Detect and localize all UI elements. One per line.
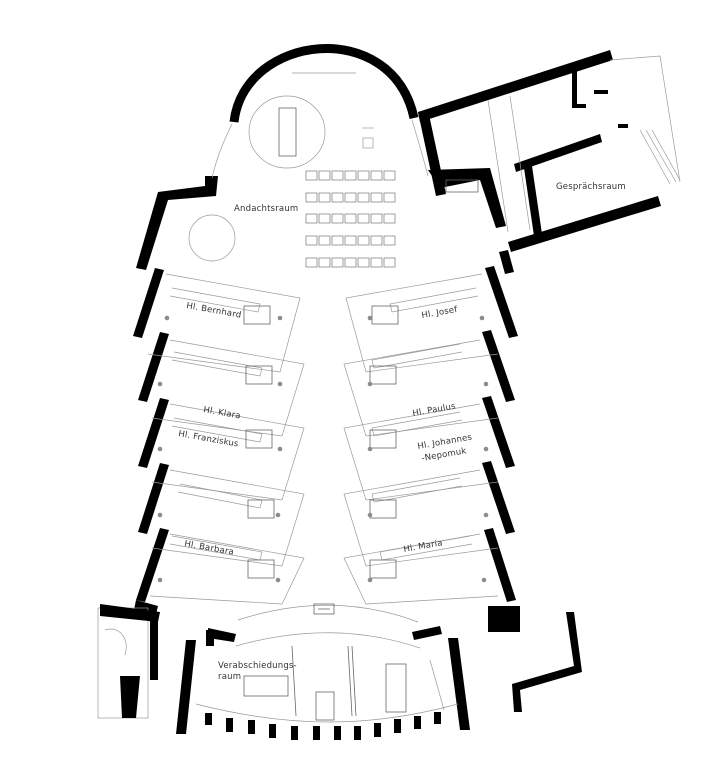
right-wall-3 — [482, 396, 515, 468]
seat-row-5 — [305, 257, 396, 268]
left-chapels — [147, 273, 305, 605]
lectern-symbol — [313, 603, 335, 615]
label-chapel-klara: Hl. Klara — [202, 405, 241, 421]
inner-curve — [237, 604, 419, 623]
left-upper-wall — [136, 176, 218, 270]
seat-row-2 — [305, 192, 396, 203]
font-circle — [188, 214, 236, 262]
gespraech-bottom-wall — [508, 196, 661, 252]
gespraech-core — [428, 168, 506, 228]
ambo — [362, 137, 374, 149]
right-corner-a — [412, 626, 442, 640]
stair-wall-top — [100, 604, 160, 622]
label-chapel-josef: Hl. Josef — [421, 305, 459, 321]
label-gespraechsraum: Gesprächsraum — [556, 182, 626, 192]
right-wall-5 — [484, 528, 516, 602]
gespraech-top-wall — [418, 50, 613, 122]
right-lower-wall — [512, 612, 582, 712]
stair-wall-right — [150, 614, 158, 680]
right-chapels — [343, 273, 499, 605]
right-chapel-5 — [343, 533, 499, 605]
right-chapel-4 — [343, 469, 499, 567]
seat-row-4 — [305, 235, 396, 246]
apse-wall — [229, 44, 419, 123]
right-chapel-2 — [343, 339, 499, 437]
left-wall-4 — [138, 463, 169, 534]
outer-walls — [133, 44, 520, 632]
right-wall-2 — [482, 330, 515, 402]
label-chapel-franziskus: Hl. Franziskus — [177, 429, 239, 450]
left-chapel-2 — [151, 339, 305, 437]
farewell-corner — [208, 628, 236, 642]
seat-row-3 — [305, 213, 396, 224]
left-wall-2 — [138, 332, 169, 402]
altar-table — [278, 107, 297, 157]
left-wall-5 — [136, 528, 169, 602]
left-chapel-4 — [151, 469, 305, 567]
left-chapel-1 — [147, 273, 301, 373]
farewell-left-wall — [176, 640, 196, 734]
right-wall-4 — [482, 461, 515, 534]
right-black-block — [488, 606, 520, 632]
left-wall-1 — [133, 268, 164, 338]
altar-circle — [248, 95, 326, 169]
label-andachtsraum: Andachtsraum — [234, 204, 298, 214]
gespraech-post — [524, 166, 542, 236]
right-chapel-3 — [343, 403, 499, 501]
room-labels: Andachtsraum Gesprächsraum Verabschiedun… — [177, 182, 625, 682]
coffin-bier — [315, 691, 335, 721]
apse-interior — [188, 72, 429, 262]
seat-row-1 — [305, 170, 396, 181]
gespraech-inner-wall — [514, 134, 602, 172]
right-stub-wall — [499, 250, 514, 274]
seating-grid — [305, 170, 396, 268]
right-chapel-1 — [345, 273, 499, 373]
gespraechsraum-block — [418, 50, 681, 252]
label-verabschiedungsraum-2: raum — [218, 672, 241, 682]
farewell-right-wall — [448, 638, 470, 730]
label-verabschiedungsraum-1: Verabschiedungs- — [218, 661, 297, 671]
colonnade-posts — [205, 712, 441, 740]
left-chapel-5 — [149, 533, 305, 605]
right-wall-1 — [485, 266, 518, 338]
stair-wall-bottom — [120, 676, 140, 718]
label-chapel-barbara: Hl. Barbara — [183, 539, 234, 558]
left-wall-3 — [138, 398, 169, 468]
lower-zone — [97, 603, 582, 740]
